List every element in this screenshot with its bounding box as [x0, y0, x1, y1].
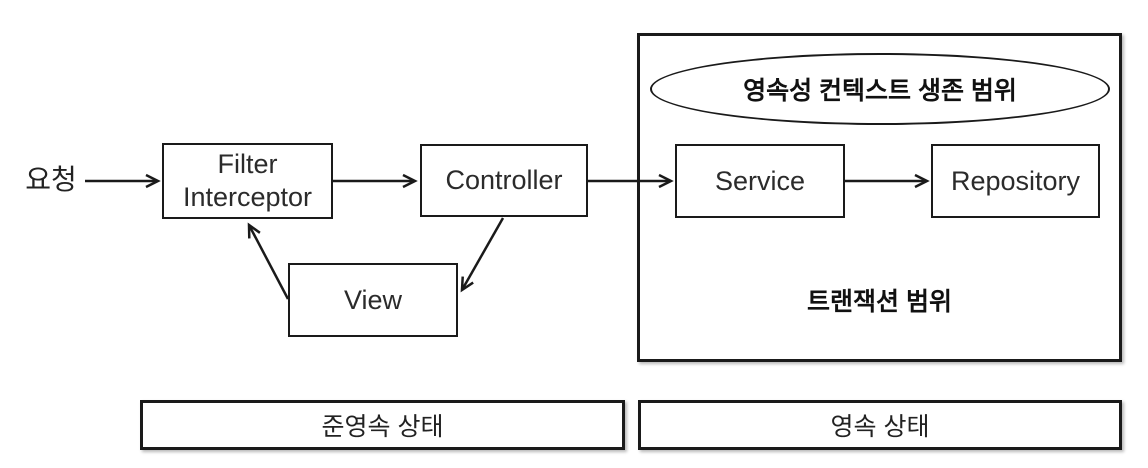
- persistence-context-scope-label: 영속성 컨텍스트 생존 범위: [743, 77, 1017, 105]
- transaction-scope-label: 트랜잭션 범위: [807, 288, 952, 316]
- arrow-controller-to-view: [460, 217, 505, 293]
- repository-node-label: Repository: [950, 165, 1081, 196]
- filter-node-line2: Interceptor: [182, 182, 313, 212]
- service-node: Service: [675, 144, 845, 218]
- view-node-label: View: [343, 284, 403, 315]
- controller-node-label: Controller: [445, 165, 563, 196]
- filter-node-line1: Filter: [217, 149, 278, 180]
- persistent-state-label: 영속 상태: [830, 413, 930, 441]
- controller-node: Controller: [420, 144, 588, 217]
- repository-node: Repository: [931, 144, 1100, 218]
- filter-interceptor-node: Filter Interceptor: [162, 143, 333, 219]
- request-label: 요청: [25, 164, 77, 195]
- transaction-scope-box: [637, 33, 1122, 362]
- service-node-label: Service: [714, 165, 806, 196]
- detached-state-label: 준영속 상태: [321, 413, 444, 441]
- arrow-view-to-filter: [247, 222, 290, 300]
- persistent-state-box: 영속 상태: [638, 400, 1122, 450]
- persistence-context-scope-ellipse: 영속성 컨텍스트 생존 범위: [650, 53, 1110, 125]
- detached-state-box: 준영속 상태: [140, 400, 625, 450]
- view-node: View: [288, 263, 458, 337]
